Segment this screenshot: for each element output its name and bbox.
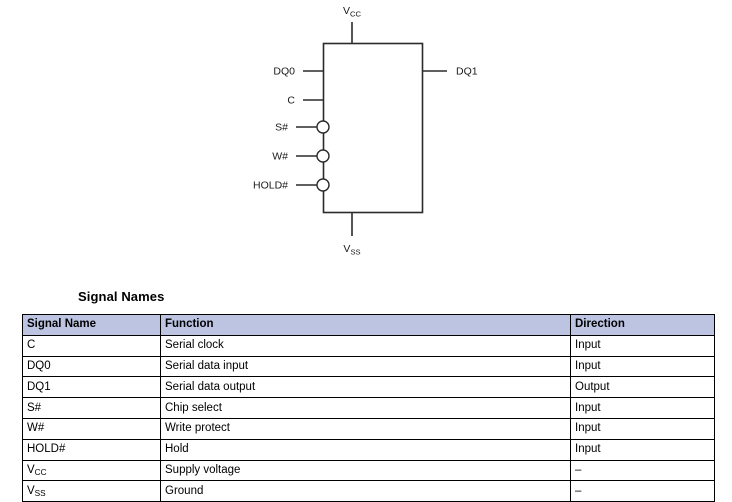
cell-direction: Input <box>570 397 715 419</box>
logic-symbol-diagram: VCC VSS DQ0 C S# W# HOLD# DQ1 <box>253 5 478 257</box>
pin-label-c: C <box>287 95 295 107</box>
cell-function: Write protect <box>160 417 571 440</box>
cell-direction: – <box>570 459 715 482</box>
cell-signal-name: DQ1 <box>22 376 161 399</box>
cell-function: Supply voltage <box>160 459 571 482</box>
cell-direction: Input <box>570 438 715 461</box>
chip-body-rect <box>322 42 424 214</box>
pin-label-w: W# <box>272 151 288 163</box>
cell-direction: Output <box>570 376 715 399</box>
pin-label-dq0: DQ0 <box>273 66 295 78</box>
cell-direction: Input <box>570 355 715 378</box>
cell-signal-name: S# <box>22 397 161 419</box>
pin-label-vss: VSS <box>343 243 360 257</box>
cell-signal-name: VSS <box>22 480 161 502</box>
cell-direction: Input <box>570 417 715 440</box>
inversion-bubble-w <box>316 149 330 163</box>
pin-label-s: S# <box>275 122 288 134</box>
column-header-function: Function <box>160 314 571 336</box>
column-header-direction: Direction <box>570 314 715 336</box>
page-title: Signal Names <box>78 289 165 304</box>
cell-signal-name: HOLD# <box>22 438 161 461</box>
cell-signal-subscript: CC <box>34 468 47 478</box>
table-header-row: Signal Name Function Direction <box>22 314 715 336</box>
column-header-signal-name: Signal Name <box>22 314 161 336</box>
cell-signal-subscript: SS <box>34 488 46 498</box>
cell-signal-name: W# <box>22 417 161 440</box>
pin-label-hold: HOLD# <box>253 180 288 192</box>
cell-function: Chip select <box>160 397 571 419</box>
pin-label-dq1: DQ1 <box>456 66 478 78</box>
cell-function: Serial clock <box>160 334 571 357</box>
cell-function: Hold <box>160 438 571 461</box>
cell-signal-name: C <box>22 334 161 357</box>
cell-function: Ground <box>160 480 571 502</box>
cell-direction: Input <box>570 334 715 357</box>
cell-function: Serial data output <box>160 376 571 399</box>
inversion-bubble-s <box>316 120 330 134</box>
cell-signal-name: DQ0 <box>22 355 161 378</box>
cell-function: Serial data input <box>160 355 571 378</box>
cell-direction: – <box>570 480 715 502</box>
inversion-bubble-hold <box>316 178 330 192</box>
pin-label-vcc: VCC <box>343 5 361 19</box>
cell-signal-name: VCC <box>22 459 161 482</box>
